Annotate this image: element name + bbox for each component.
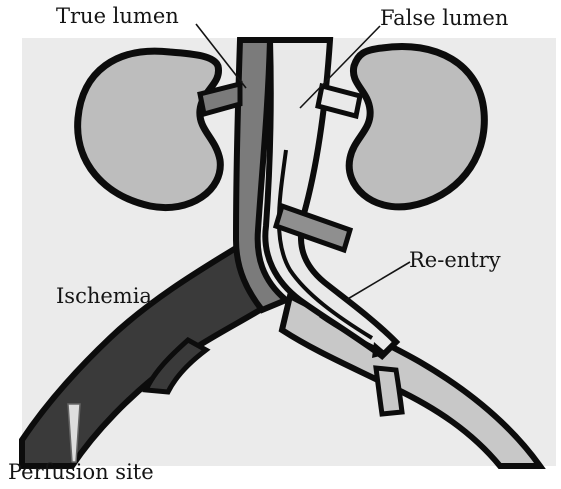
right-internal-branch [376,368,402,414]
false-lumen-label: False lumen [380,8,508,29]
re-entry-label: Re-entry [409,250,501,271]
true-lumen-label: True lumen [56,6,179,27]
perfusion-site-label: Perfusion site [8,462,154,483]
ischemia-label: Ischemia [56,286,152,307]
